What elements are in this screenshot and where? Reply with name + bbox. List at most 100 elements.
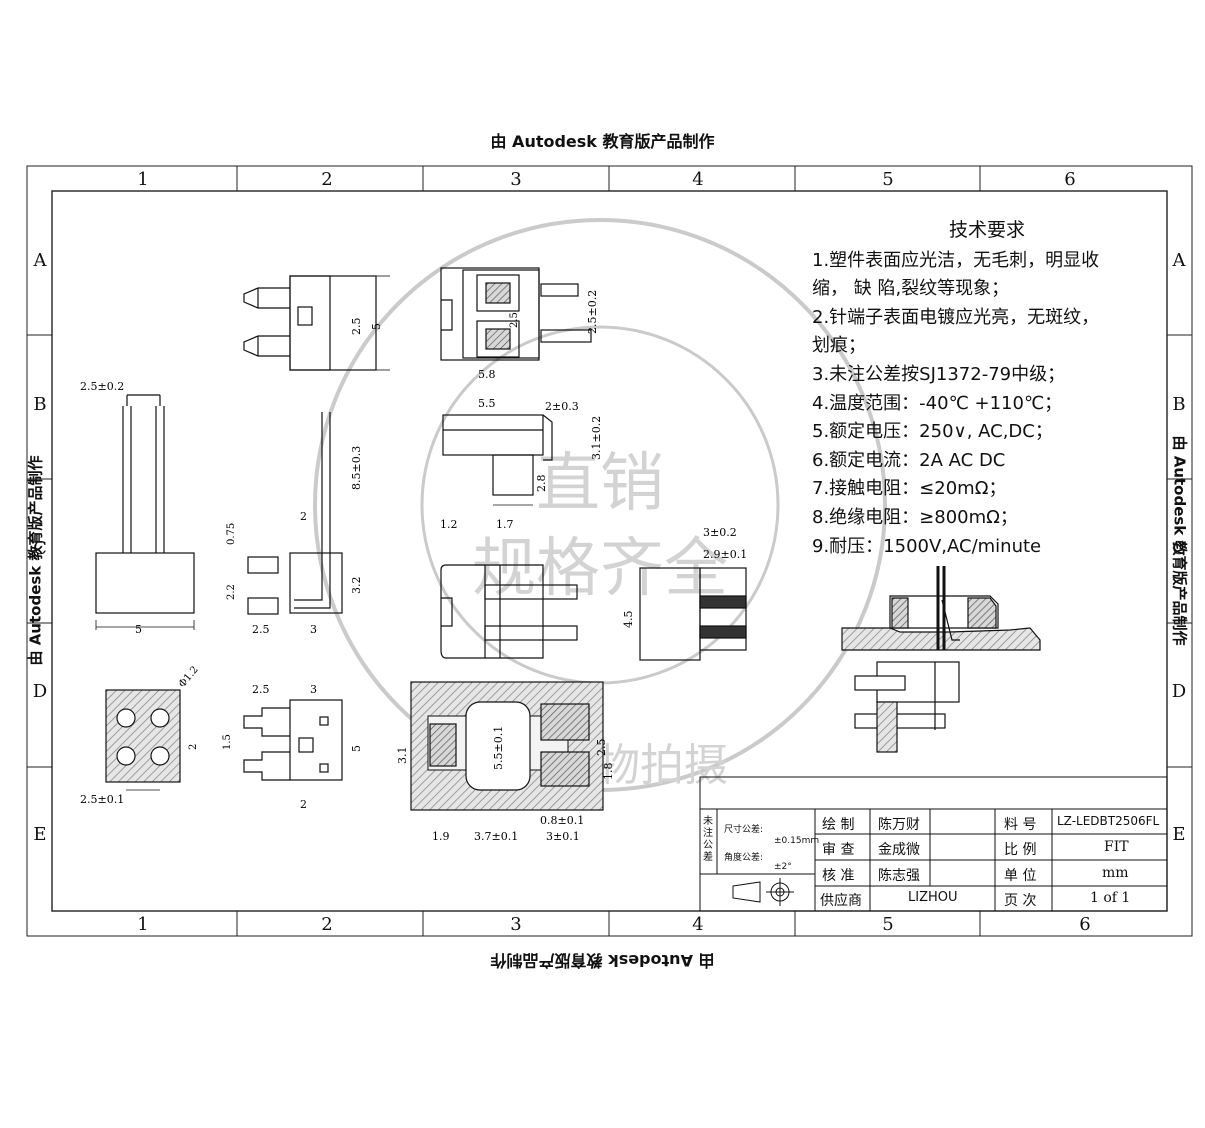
col-label-bottom: 2 <box>321 914 332 935</box>
dim-front-height: 2.5 <box>350 318 363 336</box>
dim-body-width: 5 <box>135 623 142 636</box>
key-page: 页 次 <box>1004 893 1037 909</box>
dim-side-top: 2 <box>300 510 307 523</box>
col-label-top: 1 <box>137 169 148 190</box>
dim-mid-width: 5.5 <box>478 397 496 410</box>
pcb-section-view <box>410 681 604 811</box>
lower-side-view <box>440 564 578 659</box>
size-tolerance-label: 尺寸公差: <box>724 825 764 835</box>
dim-mid-right: 2±0.3 <box>545 400 579 413</box>
value-page: 1 of 1 <box>1090 890 1131 906</box>
col-label-bottom: 6 <box>1079 914 1090 935</box>
right-side-view <box>639 567 747 661</box>
row-label-left: D <box>33 681 47 702</box>
dim-hole-pitch-h: 2.5±0.1 <box>80 793 124 806</box>
side-view-pin <box>247 412 343 615</box>
note-line: 7.接触电阻：≤20mΩ； <box>812 478 1007 500</box>
row-label-left: B <box>33 394 46 415</box>
role-checked: 审 查 <box>822 842 855 858</box>
dim-mid-pin: 2.8 <box>535 475 548 493</box>
row-label-right: D <box>1172 681 1186 702</box>
dim-pin-spacing: 2.5±0.2 <box>80 380 124 393</box>
name-drawn: 陈万财 <box>878 817 920 833</box>
front-view-pins <box>95 394 195 630</box>
mid-side-view <box>442 414 553 506</box>
dim-pcb-center: 5.5±0.1 <box>492 726 505 770</box>
note-line: 1.塑件表面应光洁，无毛刺，明显收 <box>812 249 1100 271</box>
dim-right-w2: 2.9±0.1 <box>703 548 747 561</box>
angle-tolerance-value: ±2° <box>774 862 792 872</box>
dim-side-bottom-l: 2.5 <box>252 623 270 636</box>
dim-pcb-w3: 0.8±0.1 <box>540 814 584 827</box>
row-label-right: B <box>1172 394 1185 415</box>
dim-hole-pitch-v: 2 <box>188 744 199 750</box>
role-drawn: 绘 制 <box>822 817 855 833</box>
note-line: 2.针端子表面电镀应光亮，无斑纹， <box>812 306 1100 328</box>
name-checked: 金成微 <box>878 842 920 858</box>
dim-pcb-w4: 3±0.1 <box>546 830 580 843</box>
dim-bottom-height: 1.5 <box>222 734 233 750</box>
dim-top-right-pitch: 2.5±0.2 <box>586 290 599 334</box>
dim-right-w1: 3±0.2 <box>703 526 737 539</box>
name-approved: 陈志强 <box>878 868 920 884</box>
mounted-section-view <box>841 566 1041 753</box>
row-label-right: C <box>1172 538 1186 559</box>
col-label-top: 4 <box>692 169 703 190</box>
projection-symbol <box>732 878 794 906</box>
row-label-left: A <box>33 250 48 271</box>
note-line: 6.额定电流：2A AC DC <box>812 449 1006 471</box>
top-plan-view <box>440 267 592 361</box>
row-label-left: E <box>33 824 46 845</box>
row-label-right: E <box>1172 824 1185 845</box>
row-label-left: C <box>33 538 47 559</box>
note-line: 9.耐压：1500V,AC/minute <box>812 535 1042 557</box>
col-label-bottom: 3 <box>510 914 521 935</box>
note-line: 缩， 缺 陷,裂纹等现象； <box>812 278 1010 300</box>
role-approved: 核 准 <box>822 868 855 884</box>
dim-top-width: 5.8 <box>478 368 496 381</box>
angle-tolerance-label: 角度公差: <box>724 853 764 863</box>
key-part-no: 料 号 <box>1004 817 1037 833</box>
dim-right-height: 4.5 <box>622 611 635 629</box>
dim-bottom-left: 2.5 <box>252 683 270 696</box>
dim-bottom-width: 5 <box>350 745 363 752</box>
note-line: 5.额定电压：250∨, AC,DC； <box>812 421 1053 443</box>
col-label-top: 3 <box>510 169 521 190</box>
tolerance-label: 未注公差 <box>703 816 713 863</box>
dim-mid-pin-pitch: 1.7 <box>496 518 514 531</box>
note-line: 3.未注公差按SJ1372-79中级； <box>812 363 1066 385</box>
dim-side-tab: 0.75 <box>226 523 237 545</box>
col-label-top: 5 <box>882 169 893 190</box>
key-unit: 单 位 <box>1004 868 1037 884</box>
value-part-no: LZ-LEDBT2506FL <box>1057 814 1160 828</box>
dim-pcb-h1: 3.1 <box>396 747 409 765</box>
dim-front-width: 5 <box>370 323 383 330</box>
name-supplier: LIZHOU <box>908 890 958 905</box>
technical-requirements: 技术要求 1.塑件表面应光洁，无毛刺，明显收 缩， 缺 陷,裂纹等现象； 2.针… <box>812 216 1162 561</box>
dim-mid-left-gap: 1.2 <box>440 518 458 531</box>
dim-side-step: 2.2 <box>226 584 237 600</box>
key-scale: 比 例 <box>1004 842 1037 858</box>
dim-bottom-pin: 2 <box>300 798 307 811</box>
top-view-connector <box>243 275 390 371</box>
note-line: 划痕； <box>812 335 866 357</box>
dim-side-bottom-r: 3 <box>310 623 317 636</box>
title-block-frame <box>699 776 1168 912</box>
role-supplier: 供应商 <box>820 893 862 909</box>
dim-bottom-right: 3 <box>310 683 317 696</box>
dim-side-pin-height: 8.5±0.3 <box>350 446 363 490</box>
value-unit: mm <box>1102 865 1129 881</box>
dim-top-inner-pitch: 2.5 <box>509 312 520 328</box>
dim-pcb-w2: 3.7±0.1 <box>474 830 518 843</box>
size-tolerance-value: ±0.15mm <box>774 836 820 846</box>
col-label-bottom: 4 <box>692 914 703 935</box>
dim-hole-diameter: Φ1.2 <box>177 664 201 690</box>
notes-title: 技术要求 <box>948 219 1025 241</box>
autodesk-banner-top: 由 Autodesk 教育版产品制作 <box>490 132 715 151</box>
col-label-bottom: 1 <box>137 914 148 935</box>
dim-mid-height: 3.1±0.2 <box>590 416 603 460</box>
note-line: 4.温度范围：-40℃ +110℃； <box>812 392 1063 414</box>
zone-labels: 1 2 3 4 5 6 1 2 3 4 5 6 A B C D E A B C … <box>33 169 1187 935</box>
col-label-bottom: 5 <box>882 914 893 935</box>
